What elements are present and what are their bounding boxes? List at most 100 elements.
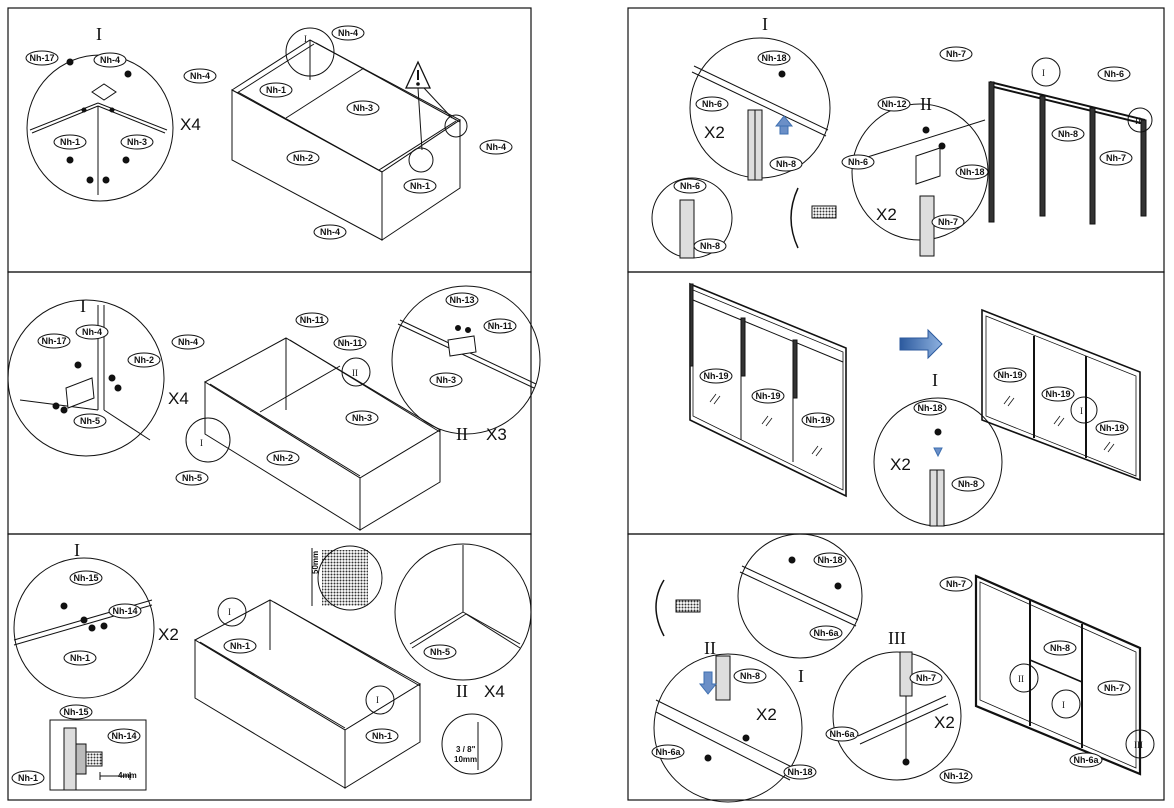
lbl-p4-2: Nh-8	[776, 159, 796, 169]
drill-bit-icon	[441, 713, 503, 775]
lbl-p6-7: Nh-12	[943, 771, 968, 781]
lbl-p2-1: Nh-4	[82, 327, 102, 337]
p4-mult-1: X2	[704, 123, 725, 142]
p6-roman-callout-3: III	[1134, 740, 1143, 750]
lbl-p4-8: Nh-7	[938, 217, 958, 227]
p4-mult-2: X2	[876, 205, 897, 224]
lbl-p6-8: Nh-7	[946, 579, 966, 589]
lbl-p4-1: Nh-6	[702, 99, 722, 109]
p2-roman-callout-2: I	[200, 438, 203, 448]
detail-circle	[394, 543, 532, 681]
panel-2	[7, 285, 541, 531]
lbl-p5-0: Nh-19	[703, 371, 728, 381]
lbl-p4-10: Nh-6	[1104, 69, 1124, 79]
p4-roman-1: I	[762, 14, 768, 34]
lbl-p3-4: Nh-14	[111, 731, 136, 741]
p5-labels: Nh-19 Nh-19 Nh-19 Nh-18 Nh-8 Nh-19 Nh-19…	[699, 367, 1129, 492]
lbl-p5-5: Nh-19	[997, 370, 1022, 380]
p1-labels: Nh-17 Nh-4 Nh-1 Nh-3 Nh-4 Nh-4 Nh-1 Nh-3…	[25, 25, 513, 240]
p6-mult-2: X2	[934, 713, 955, 732]
lbl-p5-1: Nh-19	[755, 391, 780, 401]
lbl-p1-1: Nh-4	[100, 55, 120, 65]
p3-mult-1: X2	[158, 625, 179, 644]
down-arrow-icon	[698, 671, 718, 695]
profile-section-icon	[655, 579, 665, 637]
panel-3	[13, 543, 532, 791]
p4-roman-callout: I	[1042, 68, 1045, 78]
right-arrow-icon	[899, 328, 943, 360]
lbl-p2-2: Nh-2	[134, 355, 154, 365]
p1-roman-callout: I	[304, 34, 307, 44]
p6-roman-callout: II	[1018, 674, 1024, 684]
p3-roman-callout: I	[228, 607, 231, 617]
lbl-p3-5: Nh-1	[18, 773, 38, 783]
p3-roman-callout-2: I	[376, 695, 379, 705]
lbl-p5-4: Nh-8	[958, 479, 978, 489]
lbl-p2-0: Nh-17	[41, 336, 66, 346]
lbl-p6-11: Nh-6a	[1073, 755, 1099, 765]
lbl-p4-0: Nh-18	[761, 53, 786, 63]
lbl-p1-3: Nh-3	[127, 137, 147, 147]
lbl-p2-11: Nh-11	[488, 321, 513, 331]
p4-roman-2: II	[920, 94, 932, 114]
p2-labels: Nh-17 Nh-4 Nh-2 Nh-5 Nh-4 Nh-11 Nh-11 Nh…	[37, 292, 517, 486]
lbl-p6-6: Nh-6a	[829, 729, 855, 739]
dim-50mm: 50mm	[311, 551, 320, 574]
lbl-p5-6: Nh-19	[1045, 389, 1070, 399]
lbl-p2-3: Nh-5	[80, 416, 100, 426]
callout-circle	[285, 27, 335, 77]
p6-roman-1: I	[798, 666, 804, 686]
lbl-p4-12: Nh-7	[1106, 153, 1126, 163]
lbl-p3-0: Nh-15	[73, 573, 98, 583]
p1-roman-1: I	[96, 24, 102, 44]
lbl-p3-3: Nh-15	[63, 707, 88, 717]
lbl-p3-1: Nh-14	[112, 606, 137, 616]
p6-mult-1: X2	[756, 705, 777, 724]
lbl-p2-5: Nh-11	[300, 315, 325, 325]
lbl-p5-3: Nh-18	[917, 403, 942, 413]
detail-circle	[832, 651, 962, 781]
lbl-p6-5: Nh-7	[916, 673, 936, 683]
panel-frames	[7, 7, 1165, 801]
lbl-p4-4: Nh-8	[700, 241, 720, 251]
lbl-p2-10: Nh-13	[449, 295, 474, 305]
p6-roman-3: III	[888, 628, 906, 648]
lbl-p3-7: Nh-1	[372, 731, 392, 741]
p5-roman-callout: I	[1080, 406, 1083, 416]
down-arrow-icon	[933, 447, 943, 458]
lbl-p2-9: Nh-5	[182, 473, 202, 483]
lbl-p4-11: Nh-8	[1058, 129, 1078, 139]
p2-roman-1: I	[80, 296, 86, 316]
lbl-p1-9: Nh-1	[410, 181, 430, 191]
p5-mult-1: X2	[890, 455, 911, 474]
lbl-p6-10: Nh-7	[1104, 683, 1124, 693]
lbl-p2-6: Nh-11	[338, 338, 363, 348]
lbl-p2-12: Nh-3	[436, 375, 456, 385]
lbl-p6-2: Nh-8	[740, 671, 760, 681]
panel-6	[653, 533, 1155, 803]
lbl-p1-8: Nh-2	[293, 153, 313, 163]
detail-circle	[391, 285, 541, 435]
lbl-p1-10: Nh-4	[486, 142, 506, 152]
p3-roman-2: II	[456, 681, 468, 701]
lbl-p4-9: Nh-7	[946, 49, 966, 59]
lbl-p4-3: Nh-6	[680, 181, 700, 191]
lbl-p1-11: Nh-4	[320, 227, 340, 237]
p4-roman-callout-2: II	[1135, 116, 1141, 126]
p2-roman-2: II	[456, 424, 468, 444]
detail-circle	[737, 533, 863, 659]
lbl-p4-7: Nh-18	[959, 167, 984, 177]
lbl-p3-8: Nh-5	[430, 647, 450, 657]
dim-4mm: 4mm	[118, 771, 137, 780]
detail-inset	[49, 719, 147, 791]
p2-roman-callout: II	[352, 368, 358, 378]
lbl-p6-9: Nh-8	[1050, 643, 1070, 653]
lbl-p6-1: Nh-6a	[813, 628, 839, 638]
lbl-p3-2: Nh-1	[70, 653, 90, 663]
p6-roman-callout-2: I	[1062, 700, 1065, 710]
p2-mult-2: X3	[486, 425, 507, 444]
lbl-p5-2: Nh-19	[805, 415, 830, 425]
lbl-p6-0: Nh-18	[817, 555, 842, 565]
lbl-p3-6: Nh-1	[230, 641, 250, 651]
